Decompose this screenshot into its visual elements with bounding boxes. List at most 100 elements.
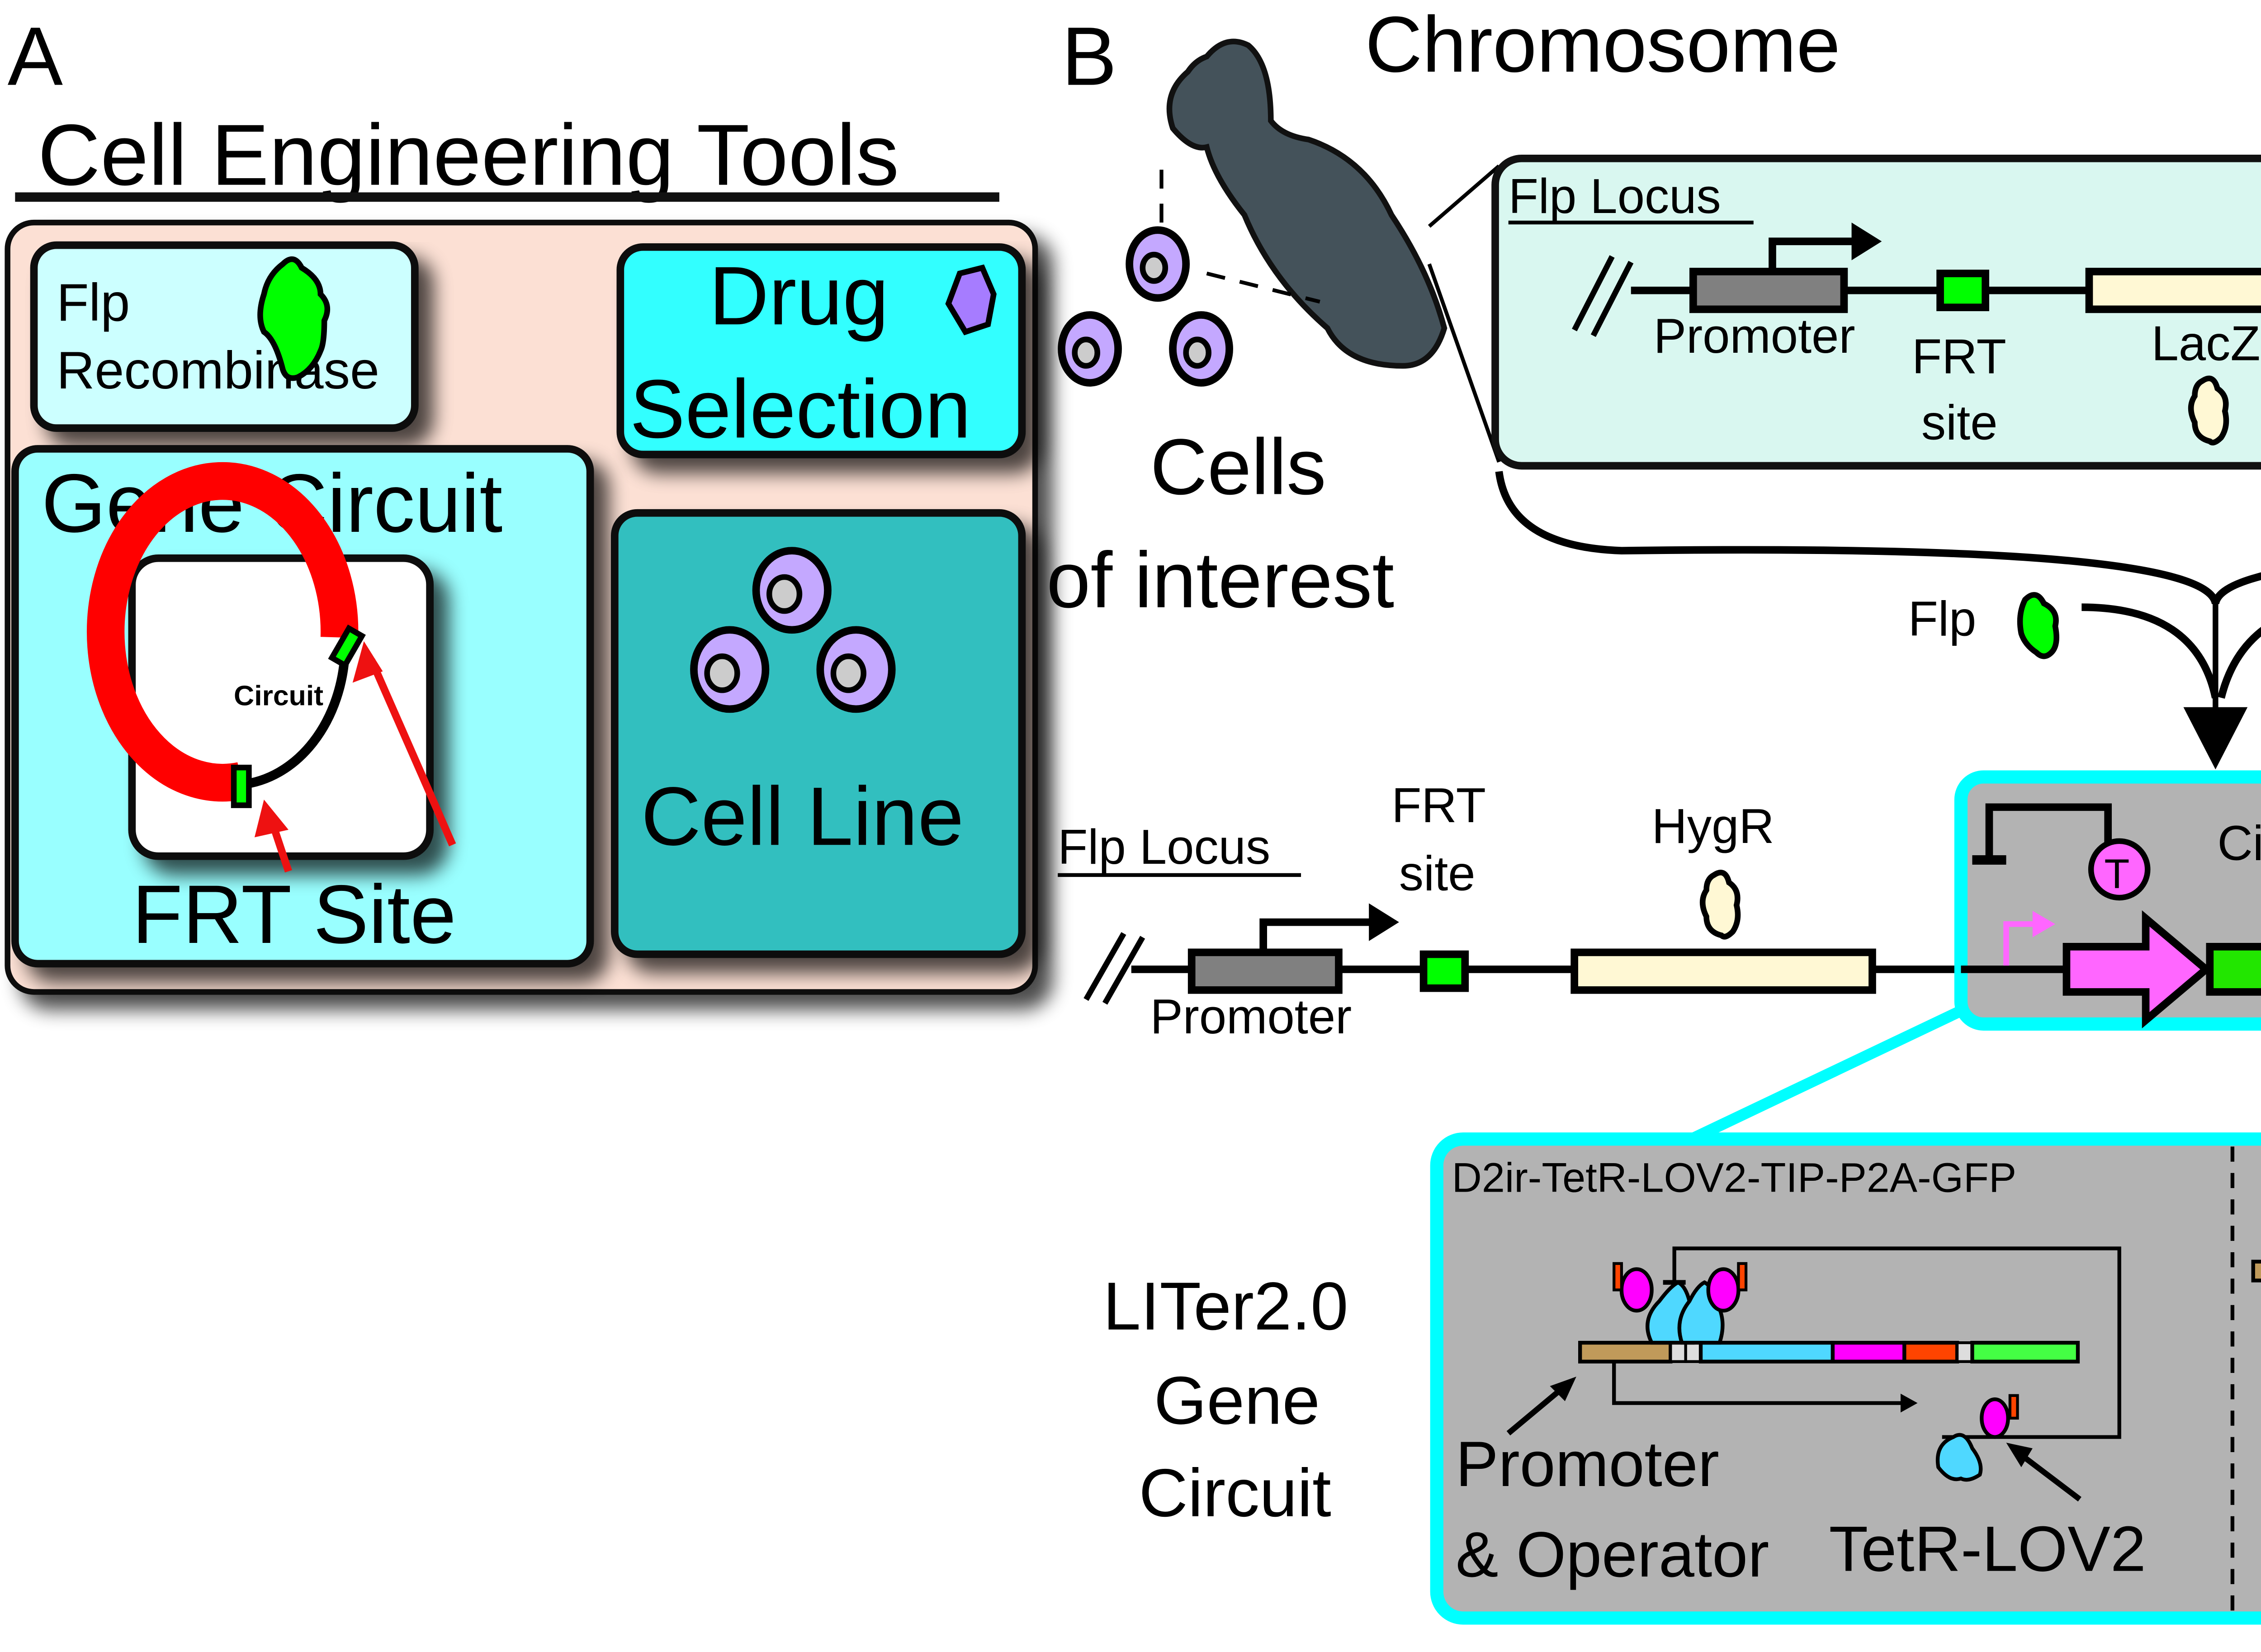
frt-block (1936, 270, 1989, 312)
pointer-arrow (1506, 1384, 1567, 1436)
frt-pointer-arrowhead-2 (254, 800, 289, 838)
tetr-segment (1698, 1340, 1835, 1363)
pink-promoter-arrowhead (2032, 911, 2055, 937)
plasmid-circuit-insert (86, 462, 359, 802)
plasmid-label: Circuit (234, 680, 323, 712)
promoter-block (1689, 268, 1848, 313)
frt-site-marker-1 (328, 624, 366, 669)
cell-icon (752, 547, 832, 634)
pointer-arrowhead (2006, 1443, 2033, 1467)
cell-line-box: Cell Line (610, 509, 1026, 958)
transcription-arrowhead (1901, 1393, 1918, 1413)
frt-block (1419, 950, 1469, 992)
frt-site-label: site (1399, 846, 1476, 900)
integrated-locus: Flp Locus Flp Locus FRT site HygR Promot… (1058, 770, 2261, 1146)
cell-icon (1058, 311, 1122, 387)
drug-hexagon-icon (945, 264, 997, 336)
feedback-repression-line (1672, 1246, 2121, 1439)
cells-label-line2: of interest (1046, 536, 1394, 625)
pointer-arrowhead (1550, 1377, 1576, 1401)
lov2-segment (1831, 1340, 1906, 1363)
pink-promoter-arrow (2003, 921, 2037, 966)
break-marks-left (1572, 255, 1634, 337)
lacz-block (2085, 268, 2261, 313)
terminator-glyph: T (2104, 851, 2129, 897)
left-flp-locus-label: Flp Locus (1509, 169, 1721, 223)
lacz-protein-icon (2188, 375, 2229, 445)
drug-selection-box: Drug Selection (616, 243, 1026, 459)
frt-label: FRT (1391, 778, 1486, 833)
green-gene-arrow (2206, 943, 2261, 996)
selection-label: Selection (630, 362, 971, 455)
promoter-block (1187, 948, 1343, 994)
flp-locus-box: Flp Locus Flp Locus Promoter FRT site La… (1491, 154, 2261, 470)
construct-name: D2ir-TetR-LOV2-TIP-P2A-GFP (1452, 1155, 2017, 1201)
recombinase-label: Recombinase (57, 341, 379, 400)
zoom-line (1428, 164, 1500, 228)
zoom-line (1427, 263, 1501, 463)
flp-label: Flp (1908, 591, 1977, 646)
plasmid-backbone (241, 650, 350, 790)
flp-recombinase-box: Flp Recombinase (30, 241, 419, 432)
left-flp-locus-label: Flp Locus (1058, 819, 1270, 874)
cell-icon (816, 626, 896, 713)
hygr-block (1570, 948, 1876, 994)
liter-section: LITer2.0 Gene Circuit D2ir-TetR-LOV2-TIP… (1103, 1132, 2261, 1625)
circuit-label: Circuit (2218, 816, 2261, 871)
panel-b-letter: B (1062, 10, 1117, 103)
expansion-line (1685, 1005, 1963, 1146)
cell-icon (1169, 311, 1233, 387)
operator-segment (1684, 1341, 1703, 1363)
cells-label-line1: Cells (1150, 423, 1326, 511)
liter-label-line3: Circuit (1139, 1455, 1331, 1531)
promoter-segment (2251, 1259, 2261, 1283)
promoter-label: Promoter (1150, 989, 1352, 1044)
curly-brace (1495, 471, 2261, 605)
cell-line-title: Cell Line (641, 770, 964, 862)
liter-label-line1: LITer2.0 (1103, 1268, 1348, 1344)
hygr-protein-icon (1700, 870, 1741, 940)
frt-pointer-arrowhead-1 (352, 641, 383, 683)
repression-symbol (1985, 803, 2112, 860)
pink-gene-arrow (2062, 910, 2212, 1028)
frt-site-label: FRT Site (132, 868, 456, 961)
panel-b: B Chromosome Cells of interest Flp Locus (1046, 0, 2261, 1625)
integrated-circuit-box: T Circuit (1954, 770, 2261, 1031)
cell-icon (1126, 226, 1190, 302)
promoter-label: Promoter (1654, 308, 1855, 363)
down-arrowhead (2183, 707, 2248, 770)
promoter-arrow (1259, 918, 1373, 952)
panel-a: A Cell Engineering Tools Flp Recombinase… (5, 10, 1038, 995)
panel-a-title-underline (15, 192, 999, 202)
promoter-segment (1578, 1340, 1673, 1363)
circuit-flow-curve (2217, 627, 2261, 699)
lacz-label: LacZ (2152, 316, 2261, 370)
frt-label: FRT (1912, 329, 2006, 384)
promoter-operator-label-line2: & Operator (1456, 1519, 1769, 1590)
tip-segment (1902, 1340, 1959, 1363)
gfp-segment (1970, 1340, 2080, 1363)
flp-label: Flp (57, 273, 130, 332)
construct-bar (2251, 1259, 2261, 1283)
tetr-lov2-monomer (1935, 1394, 2019, 1482)
tetr-lov2-label: TetR-LOV2 (1829, 1514, 2146, 1585)
pointer-arrow (2015, 1449, 2081, 1502)
panel-a-letter: A (8, 10, 63, 103)
liter-label-line2: Gene (1154, 1362, 1320, 1438)
panel-a-title: Cell Engineering Tools (38, 106, 899, 204)
gene-circuit-box: Gene Circuit Circuit FRT Site (11, 445, 594, 968)
flp-protein-icon (2017, 592, 2059, 659)
liter-panel (1430, 1132, 2261, 1625)
flp-flow-curve (2081, 603, 2219, 699)
frt-pointer-arrow-1 (368, 658, 456, 847)
operator-segment (1669, 1341, 1687, 1363)
transcription-arrow (1612, 1361, 1905, 1405)
frt-site-marker-2 (231, 764, 252, 808)
promoter-arrowhead (1369, 903, 1399, 941)
frt-site-label: site (1921, 395, 1998, 450)
construct-bar (1578, 1340, 2080, 1363)
chromosome-label: Chromosome (1365, 0, 1840, 89)
p2a-segment (1955, 1341, 1974, 1363)
drug-label: Drug (709, 249, 889, 342)
